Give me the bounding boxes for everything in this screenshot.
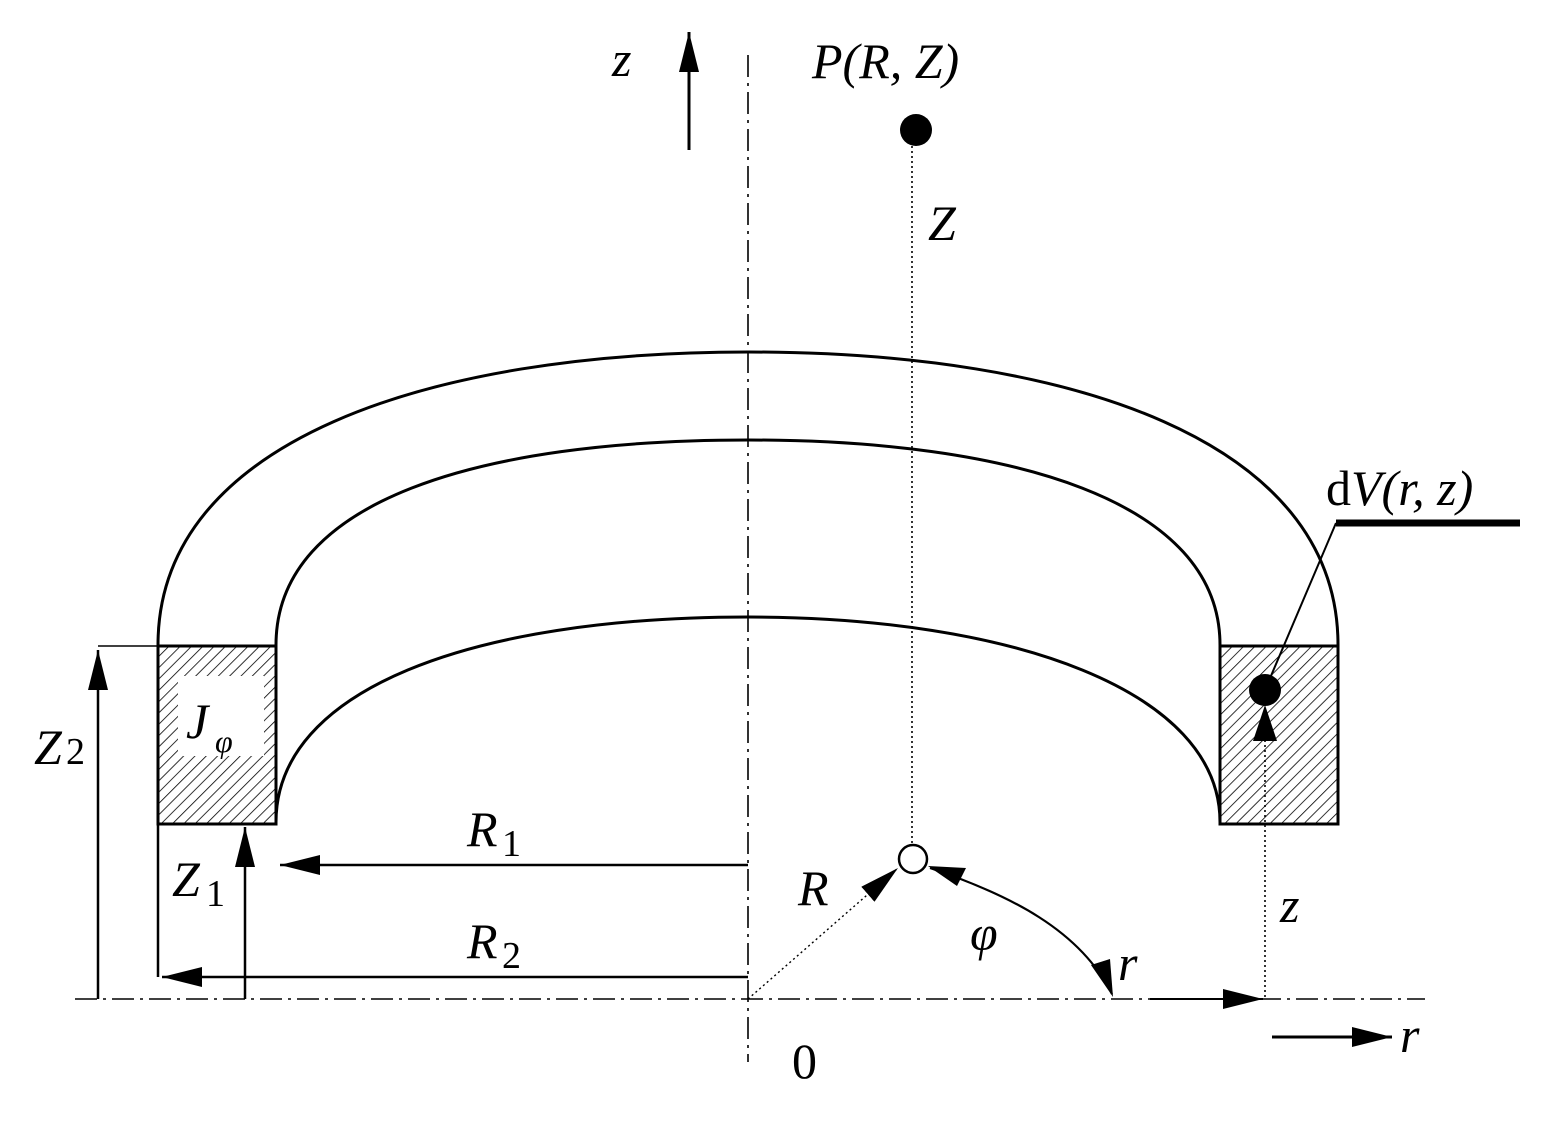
z-small-label: z <box>1279 877 1299 933</box>
r-small-label: r <box>1118 935 1138 991</box>
phi-label: φ <box>970 905 998 961</box>
z-height-label: Z <box>928 195 957 251</box>
j-phi-label-sub: φ <box>215 723 233 759</box>
z1-label-main: Z <box>172 851 201 907</box>
phi-arrowhead-bottom <box>1091 959 1113 997</box>
r2-label-sub: 2 <box>502 935 521 977</box>
j-label-background <box>178 676 264 756</box>
torus-inner-arc <box>274 615 1222 823</box>
dv-label: dV(r, z) <box>1326 460 1473 516</box>
point-p-label: P(R, Z) <box>811 33 959 89</box>
r1-label-sub: 1 <box>502 823 521 865</box>
point-p-dot <box>900 114 932 146</box>
p-projection-open-circle <box>897 843 929 875</box>
z2-label-main: Z <box>34 719 63 775</box>
torus-middle-arc <box>274 438 1222 646</box>
r-radius-label: R <box>797 860 829 916</box>
z-axis-label: z <box>611 31 631 87</box>
j-phi-label-main: J <box>186 693 211 749</box>
dv-z-arrowhead <box>1253 705 1277 741</box>
right-cross-section <box>1218 644 1340 826</box>
r-radius-dotted <box>747 867 899 1000</box>
r1-label-main: R <box>466 801 498 857</box>
r-axis-label: r <box>1400 1007 1420 1063</box>
dv-leader-line <box>1264 522 1337 691</box>
z1-label-sub: 1 <box>206 873 225 915</box>
torus-outer-arc <box>156 350 1340 646</box>
r2-label-main: R <box>466 913 498 969</box>
origin-label: 0 <box>792 1033 817 1089</box>
dv-d: d <box>1326 460 1351 516</box>
dv-rest: V(r, z) <box>1351 460 1473 516</box>
phi-arc <box>929 866 1113 995</box>
phi-arrowhead-top <box>928 866 966 886</box>
z2-label-sub: 2 <box>66 731 85 773</box>
